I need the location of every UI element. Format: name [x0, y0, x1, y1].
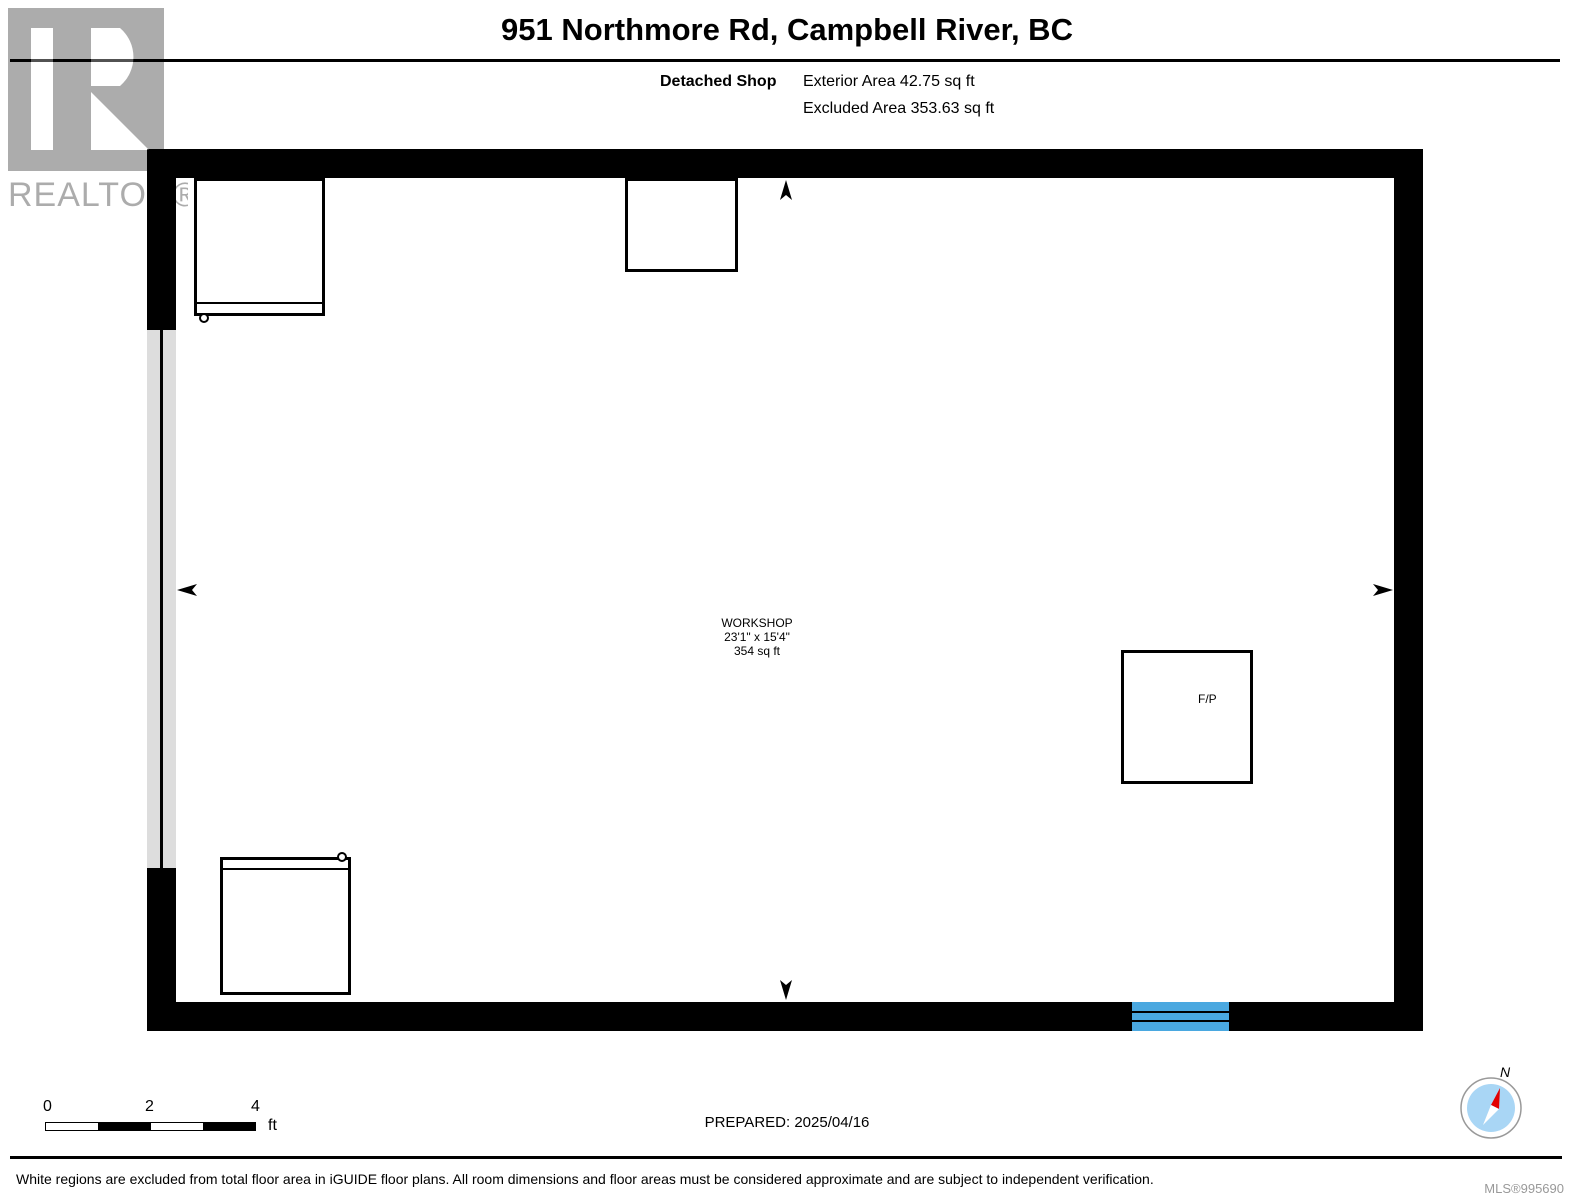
section-label: Detached Shop	[660, 73, 777, 90]
arrow-right-icon	[1373, 584, 1393, 596]
compass-north-label: N	[1500, 1064, 1511, 1080]
window-line	[1132, 1020, 1229, 1022]
exterior-area: Exterior Area 42.75 sq ft	[803, 73, 975, 90]
footer-divider	[10, 1156, 1562, 1159]
realtor-logo: REALTOR®	[8, 8, 188, 214]
disclaimer: White regions are excluded from total fl…	[16, 1171, 1154, 1187]
bottom-window	[1132, 1002, 1229, 1031]
svg-text:REALTOR®: REALTOR®	[8, 176, 188, 214]
workshop-floor	[176, 178, 1394, 1002]
scale-tick: 0	[43, 1098, 52, 1115]
fixture-top-center	[625, 178, 738, 272]
excluded-area: Excluded Area 353.63 sq ft	[803, 100, 995, 117]
fixture-knob	[199, 313, 209, 323]
compass-icon	[1460, 1077, 1522, 1139]
arrow-left-icon	[177, 584, 197, 596]
fixture-knob	[337, 852, 347, 862]
room-label: WORKSHOP 23'1" x 15'4" 354 sq ft	[657, 616, 857, 658]
window-line	[1132, 1011, 1229, 1013]
room-name: WORKSHOP	[721, 616, 793, 630]
fixture-edge	[196, 302, 323, 304]
scale-unit: ft	[268, 1117, 277, 1134]
fixture-edge	[222, 868, 349, 870]
scale-tick: 4	[251, 1098, 260, 1115]
header-divider	[10, 59, 1560, 62]
prepared-date: PREPARED: 2025/04/16	[704, 1114, 870, 1131]
fixture-top-left	[194, 178, 325, 316]
fireplace	[1121, 650, 1253, 784]
fixture-bottom-left	[220, 857, 351, 995]
scale-bar	[45, 1122, 256, 1131]
scale-tick: 2	[145, 1098, 154, 1115]
fireplace-label: F/P	[1198, 692, 1217, 706]
room-area: 354 sq ft	[733, 644, 781, 658]
left-window-pane	[160, 330, 163, 868]
arrow-up-icon	[780, 180, 792, 200]
room-dimensions: 23'1" x 15'4"	[724, 630, 790, 644]
arrow-down-icon	[780, 980, 792, 1000]
mls-number: MLS®995690	[1484, 1181, 1564, 1196]
page-title: 951 Northmore Rd, Campbell River, BC	[501, 12, 1073, 47]
